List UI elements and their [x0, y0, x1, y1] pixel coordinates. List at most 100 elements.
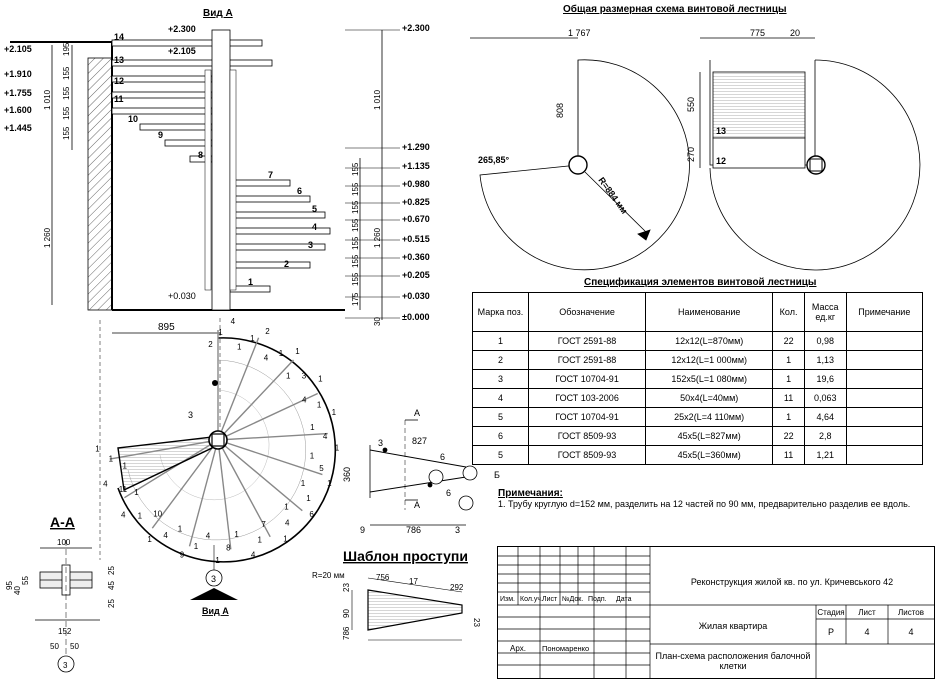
plan-mark: 1 [237, 343, 242, 352]
spec-cell [845, 426, 924, 446]
rlevel-2: +1.135 [402, 161, 430, 171]
tt-dim-23top: 756 [376, 573, 390, 582]
aa-dim-152: 152 [58, 627, 72, 636]
plan-mark: 9 [180, 551, 185, 560]
plan-mark: 1 [134, 488, 139, 497]
spec-cell: ГОСТ 2591-88 [527, 331, 647, 351]
plan-mark: 1 [258, 535, 263, 544]
plan-mark: 4 [206, 532, 211, 541]
gs-550: 550 [686, 97, 696, 112]
rlevel-7: +0.360 [402, 252, 430, 262]
plan-mark: 1 [310, 452, 315, 461]
level-floor-inner: +0.030 [168, 291, 196, 301]
spec-cell: 25x2(L=4 110мм) [645, 407, 774, 427]
notes: Примечания: 1. Трубу круглую d=152 мм, р… [498, 488, 918, 509]
spec-cell: 2 [472, 350, 529, 370]
tread-edge [217, 392, 318, 441]
dim-155-d: 155 [62, 126, 71, 140]
spec-header-name: Наименование [645, 292, 774, 332]
stamp-stage: Р [827, 627, 834, 637]
view-a-step-numbers: 14 13 12 11 10 9 8 7 6 5 4 3 2 1 [114, 32, 317, 287]
dim-155-a: 155 [62, 66, 71, 80]
title-block-grid [498, 547, 934, 678]
spec-cell: 1 [772, 369, 805, 389]
step-10: 10 [128, 114, 138, 124]
plan-mark: 1 [317, 400, 322, 409]
stamp-sheet-title: План-схема расположения балочной клетки [655, 651, 811, 671]
plan-mark: 1 [327, 479, 332, 488]
plan-mark: 1 [332, 408, 337, 417]
plan-mark: 4 [103, 480, 108, 489]
spec-cell: 5 [472, 445, 529, 465]
stamp-sheet: 4 [864, 627, 870, 637]
spec-header-designation: Обозначение [527, 292, 647, 332]
plan-mark: 4 [302, 395, 307, 404]
view-a-arrow [190, 588, 238, 600]
spec-header-mass: Масса ед.кг [803, 292, 847, 332]
plan-mark: 1 [318, 375, 323, 384]
plan-mark: 1 [301, 479, 306, 488]
spec-cell [845, 407, 924, 427]
stamp-col-doc: №Док. [562, 596, 584, 603]
rlevel-5: +0.670 [402, 214, 430, 224]
gs-step-13: 13 [716, 126, 726, 136]
dim-1260: 1 260 [43, 227, 52, 248]
spec-cell: 6 [472, 426, 529, 446]
view-a-right-levels: +2.300 +1.290 +1.135 +0.980 +0.825 +0.67… [402, 23, 430, 322]
spec-title: Спецификация элементов винтовой лестницы [584, 277, 817, 288]
bd-6a: 6 [440, 452, 445, 462]
stamp-object: Жилая квартира [698, 621, 768, 631]
plan-view-label: Вид А [202, 606, 229, 616]
plan-bubble: 3 [205, 545, 223, 587]
step-6: 6 [297, 186, 302, 196]
tread-edge [217, 337, 260, 441]
spec-cell: 2,8 [803, 426, 847, 446]
notes-title: Примечания: [498, 488, 563, 499]
tread-edge [217, 439, 323, 476]
plan-mark: 1 [335, 444, 340, 453]
plan-mark: 1 [310, 423, 315, 432]
gs-1767: 1 767 [568, 28, 591, 38]
general-scheme-title: Общая размерная схема винтовой лестницы [563, 3, 787, 15]
stamp-sheets: 4 [908, 627, 914, 637]
plan-mark: 8 [226, 543, 231, 552]
bd-b: Б [494, 470, 500, 480]
bd-3b: 3 [455, 525, 460, 535]
view-a-mid-levels: +2.300 +2.105 [168, 24, 196, 56]
spec-cell: ГОСТ 8509-93 [527, 426, 647, 446]
plan-bubble-text: 3 [211, 574, 216, 584]
spec-cell: 3 [472, 369, 529, 389]
plan-mark: 1 [123, 462, 128, 471]
bd-827: 827 [412, 436, 427, 446]
spec-cell: 5 [472, 407, 529, 427]
tt-dim-756: 17 [409, 577, 418, 586]
plan-mark: 1 [283, 535, 288, 544]
tt-dim-292: 90 [342, 609, 351, 618]
level-top-inner: +2.300 [168, 24, 196, 34]
plan-mark: 2 [265, 327, 270, 336]
plan-section-label: 3 [188, 410, 193, 420]
section-aa: А-А [35, 514, 100, 673]
spec-header-mark: Марка поз. [472, 292, 529, 332]
level-left-4: +1.600 [4, 105, 32, 115]
stamp-role: Арх. [510, 644, 526, 653]
rlevel-3: +0.980 [402, 179, 430, 189]
note-item: 1. Трубу круглую d=152 мм, разделить на … [498, 499, 911, 509]
aa-dim-55: 55 [21, 576, 30, 585]
plan-mark: 2 [208, 340, 213, 349]
dim-155-c: 155 [62, 106, 71, 120]
stamp-col-list: Лист [542, 596, 558, 603]
general-scheme [470, 37, 921, 271]
rlevel-10: ±0.000 [402, 312, 429, 322]
plan-mark: 3 [302, 372, 307, 381]
spec-cell: 4,64 [803, 407, 847, 427]
spec-cell [845, 445, 924, 465]
spec-cell: 1 [472, 331, 529, 351]
tread-template: Шаблон проступи R=20 мм 756 17 292 90 23… [312, 548, 481, 641]
plan-mark: 1 [284, 503, 289, 512]
step-5: 5 [312, 204, 317, 214]
plan-mark: 1 [109, 454, 114, 463]
level-left-1: +2.105 [4, 44, 32, 54]
